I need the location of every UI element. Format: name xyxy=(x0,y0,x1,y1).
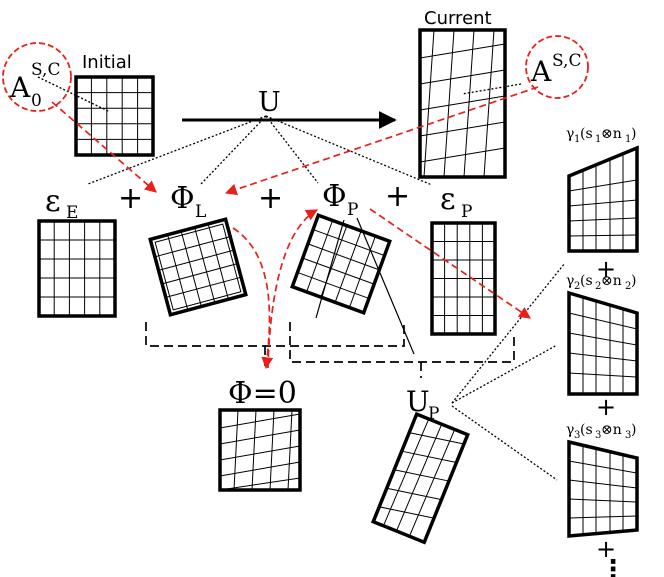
initial-grid xyxy=(74,75,155,157)
svg-text:1: 1 xyxy=(595,134,601,145)
deformation-label: U xyxy=(258,87,281,118)
plastic-deformation-label: U P xyxy=(406,385,439,424)
svg-text:0: 0 xyxy=(31,91,42,111)
svg-text:⊗n: ⊗n xyxy=(601,422,622,438)
svg-text:S,C: S,C xyxy=(552,51,581,71)
slip-system-2-label: γ 2 (s 2 ⊗n 2 ) xyxy=(566,273,636,292)
plus-sign-3: + xyxy=(385,179,410,214)
svg-text:S,C: S,C xyxy=(31,60,60,80)
slip-system-1-grid xyxy=(567,145,639,253)
svg-text:γ: γ xyxy=(566,126,574,142)
zero-rotation-grid xyxy=(218,408,302,492)
red-arrows xyxy=(51,86,539,370)
svg-text:E: E xyxy=(66,203,78,223)
plastic-strain-grid xyxy=(430,221,497,336)
slip-system-1-label: γ 1 (s 1 ⊗n 1 ) xyxy=(566,126,636,145)
svg-text:): ) xyxy=(631,273,636,289)
plastic-strain-label: ε P xyxy=(440,182,472,222)
svg-text:γ: γ xyxy=(566,273,574,289)
plastic-deformation-grid xyxy=(370,411,470,545)
current-label: Current xyxy=(424,8,492,29)
plus-sign-6: + xyxy=(596,535,616,563)
plus-sign-5: + xyxy=(596,393,616,421)
svg-text:2: 2 xyxy=(625,281,631,292)
svg-text:): ) xyxy=(631,422,636,438)
svg-text:⊗n: ⊗n xyxy=(601,273,622,289)
svg-text:L: L xyxy=(195,202,206,222)
svg-text:3: 3 xyxy=(595,430,601,441)
svg-text:3: 3 xyxy=(625,430,631,441)
lattice-rotation-grid xyxy=(148,217,248,317)
svg-text:1: 1 xyxy=(574,134,580,145)
current-orientation-tensor-label: A S,C xyxy=(530,51,581,88)
tensor-circles xyxy=(2,35,589,112)
svg-text:1: 1 xyxy=(625,134,631,145)
slip-system-3-grid xyxy=(567,439,639,538)
svg-text:A: A xyxy=(9,71,31,104)
svg-text:Φ: Φ xyxy=(170,181,195,216)
svg-text:P: P xyxy=(461,202,472,222)
svg-text:3: 3 xyxy=(574,430,580,441)
svg-text:(s: (s xyxy=(580,273,593,289)
slip-system-2-grid xyxy=(567,290,639,396)
lattice-rotation-label: Φ L xyxy=(170,181,206,222)
svg-text:ε: ε xyxy=(440,182,456,217)
plus-sign-4: + xyxy=(596,255,616,283)
svg-text:ε: ε xyxy=(45,184,61,219)
plus-sign-2: + xyxy=(258,181,283,216)
plastic-rotation-grid xyxy=(290,213,392,315)
svg-text:Φ: Φ xyxy=(322,179,347,214)
svg-text:P: P xyxy=(347,200,358,220)
svg-text:⊗n: ⊗n xyxy=(601,126,622,142)
plus-sign-1: + xyxy=(118,181,143,216)
elastic-strain-label: ε E xyxy=(45,184,78,223)
svg-text:P: P xyxy=(428,404,439,424)
svg-text:2: 2 xyxy=(574,281,580,292)
initial-orientation-tensor-label: A 0 S,C xyxy=(9,60,60,111)
continuation-ellipsis: ⋮ xyxy=(600,555,626,577)
zero-rotation-label: Φ=0 xyxy=(228,376,297,411)
slip-system-3-label: γ 3 (s 3 ⊗n 3 ) xyxy=(566,422,636,441)
svg-text:γ: γ xyxy=(566,422,574,438)
svg-text:U: U xyxy=(406,385,430,418)
initial-label: Initial xyxy=(82,52,132,73)
elastic-strain-grid xyxy=(37,219,117,318)
current-grid xyxy=(418,28,507,179)
plastic-rotation-label: Φ P xyxy=(322,179,358,220)
svg-text:A: A xyxy=(530,55,552,88)
svg-text:): ) xyxy=(631,126,636,142)
svg-text:2: 2 xyxy=(595,281,601,292)
svg-text:(s: (s xyxy=(580,422,593,438)
svg-text:(s: (s xyxy=(580,126,593,142)
